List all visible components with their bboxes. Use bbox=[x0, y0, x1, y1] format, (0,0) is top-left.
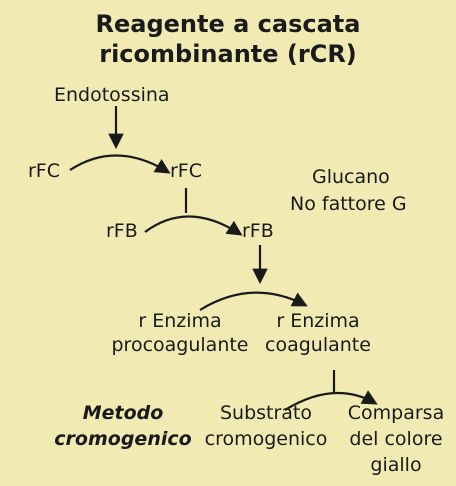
method-label-line1: Metodo bbox=[82, 402, 164, 424]
rfc-inactive-label: rFC bbox=[28, 160, 61, 182]
enzyme-label-line1: r Enzima bbox=[276, 310, 360, 332]
substrate-label-line2: cromogenico bbox=[204, 428, 328, 450]
substrate-label-line1: Substrato bbox=[219, 402, 313, 424]
proenzyme-label-line1: r Enzima bbox=[138, 310, 222, 332]
diagram-title-line2: ricombinante (rCR) bbox=[99, 40, 357, 68]
diagram-title-line1: Reagente a cascata bbox=[95, 10, 361, 38]
result-label-line3: giallo bbox=[370, 454, 422, 476]
arrow-rfc-activation bbox=[69, 154, 171, 174]
enzyme-label-line2: coagulante bbox=[265, 334, 371, 356]
result-label-line1: Comparsa bbox=[347, 402, 445, 424]
endotoxin-label: Endotossina bbox=[54, 84, 170, 106]
rfb-active-label: rFB bbox=[242, 220, 274, 242]
rfc-active-label: rFC bbox=[170, 160, 203, 182]
result-label-line2: del colore bbox=[349, 428, 443, 450]
rfb-inactive-label: rFB bbox=[106, 220, 138, 242]
no-factor-g-label: No fattore G bbox=[290, 193, 407, 215]
arrow-color-formation bbox=[284, 390, 378, 411]
arrow-rfb-activation bbox=[144, 215, 243, 236]
proenzyme-label-line2: procoagulante bbox=[111, 334, 249, 356]
method-label-line2: cromogenico bbox=[54, 428, 192, 450]
glucan-label: Glucano bbox=[312, 166, 390, 188]
arrow-enzyme-activation bbox=[199, 291, 308, 311]
